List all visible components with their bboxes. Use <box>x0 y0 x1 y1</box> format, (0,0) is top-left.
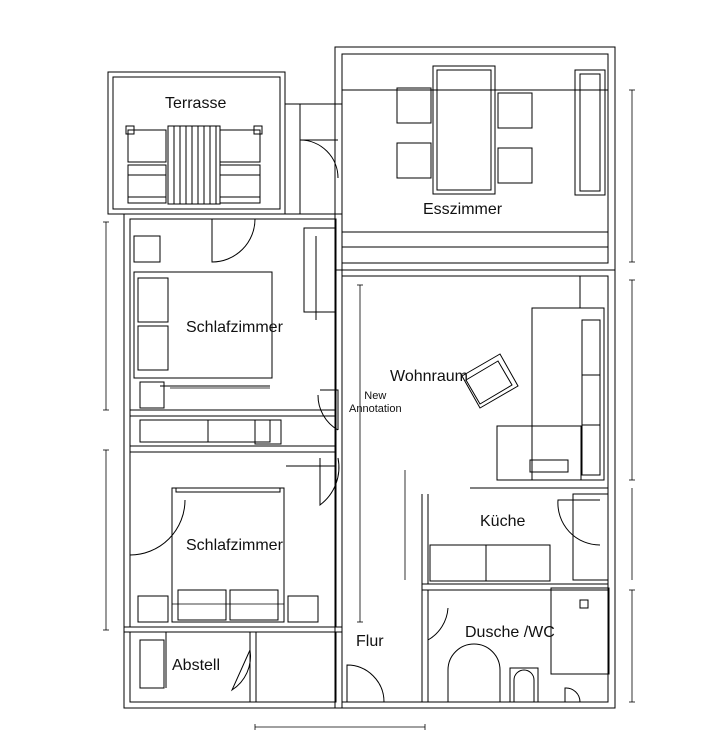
living-furniture <box>461 276 608 489</box>
annotation-line-2: Annotation <box>349 403 402 416</box>
room-label-terrasse: Terrasse <box>165 95 227 112</box>
outer-walls <box>107 46 616 709</box>
doors <box>129 139 601 703</box>
room-label-flur: Flur <box>356 633 384 650</box>
terrace-furniture <box>125 125 263 205</box>
wardrobe-strip <box>139 419 282 445</box>
kitchen-counter <box>429 493 609 582</box>
upper-bedroom-furniture <box>133 227 337 409</box>
dining-furniture <box>342 65 608 248</box>
room-label-esszimmer: Esszimmer <box>423 201 503 218</box>
storage-fixtures <box>139 639 165 689</box>
room-label-wohnraum: Wohnraum <box>390 368 468 385</box>
annotation-text: New Annotation <box>349 390 402 416</box>
lower-bedroom-furniture <box>137 465 336 623</box>
annotation-line-1: New <box>364 390 387 402</box>
room-label-abstell: Abstell <box>172 657 221 674</box>
room-label-kueche: Küche <box>480 513 526 530</box>
bathroom-fixtures <box>447 587 610 703</box>
room-label-schlafzimmer-lower: Schlafzimmer <box>186 537 283 554</box>
dimension-lines <box>103 89 635 730</box>
room-label-schlafzimmer-upper: Schlafzimmer <box>186 319 283 336</box>
room-label-dusche-wc: Dusche /WC <box>465 624 555 641</box>
